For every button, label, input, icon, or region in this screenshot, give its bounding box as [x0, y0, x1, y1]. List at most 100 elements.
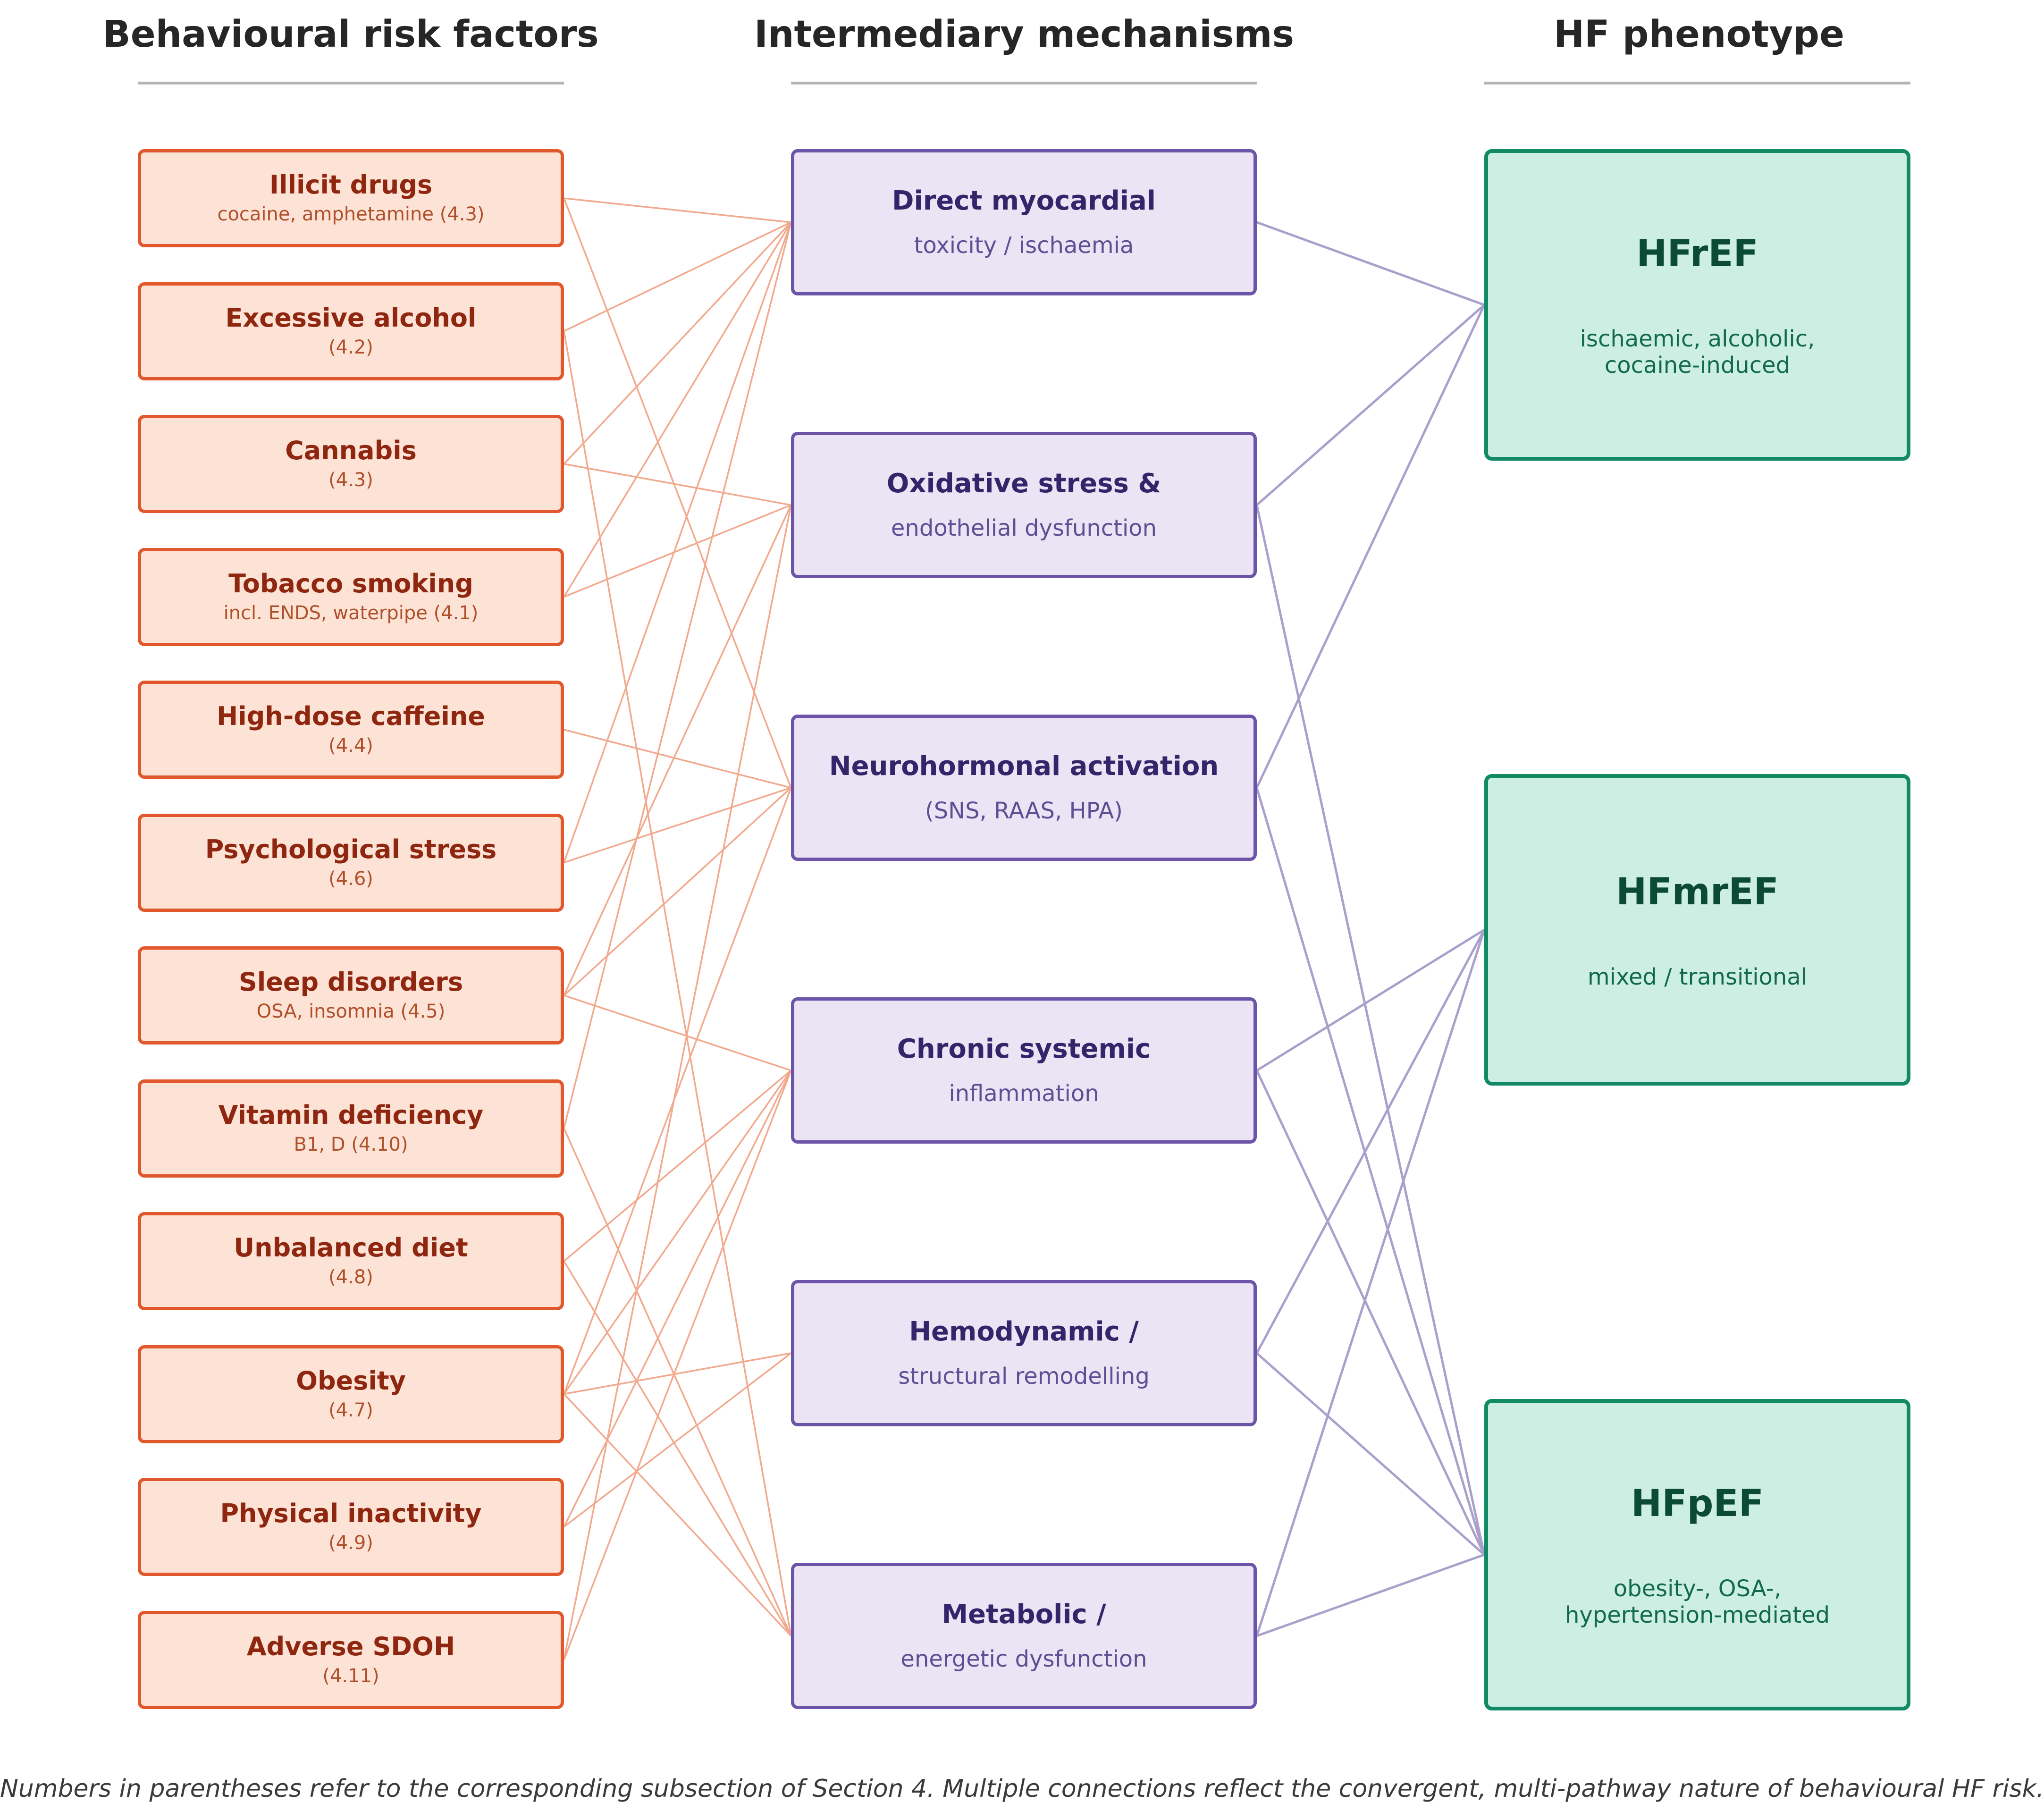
phenotype-subtitle: mixed / transitional [1587, 964, 1808, 990]
phenotype-header: HF phenotype [1554, 13, 1844, 56]
phenotype-title: HFmrEF [1616, 871, 1779, 913]
mechanism-subtitle: structural remodelling [898, 1363, 1150, 1390]
risk-to-mechanism-link [563, 787, 792, 1395]
mechanism-to-phenotype-link [1256, 1553, 1485, 1637]
risk-factor-high-dose-caffeine: High-dose caffeine(4.4) [138, 681, 564, 779]
risk-factor-obesity: Obesity(4.7) [138, 1345, 564, 1443]
risk-to-mechanism-link [563, 221, 792, 465]
risk-factor-subtitle: (4.6) [328, 868, 373, 890]
risk-to-mechanism-link [563, 1261, 792, 1636]
phenotype-hfref: HFrEF ischaemic, alcoholic, cocaine-induc… [1484, 149, 1910, 461]
risk-factor-title: Tobacco smoking [228, 568, 473, 598]
risk-factor-unbalanced-diet: Unbalanced diet (4.8) [138, 1212, 564, 1310]
risk-factor-psychological-stress: Psychological stress (4.6) [138, 813, 564, 912]
risk-header-divider [138, 82, 564, 84]
risk-factor-cannabis: Cannabis(4.3) [138, 415, 564, 513]
risk-to-mechanism-link [563, 222, 792, 598]
risk-factor-title: Sleep disorders [238, 967, 463, 997]
figure-caption: Numbers in parentheses refer to the corr… [0, 1775, 2044, 1803]
risk-to-mechanism-link [563, 1352, 792, 1528]
risk-to-mechanism-link [563, 198, 792, 788]
risk-factor-title: Psychological stress [205, 834, 497, 864]
phenotype-subtitle: ischaemic, alcoholic, cocaine-induced [1580, 326, 1815, 379]
mechanism-to-phenotype-link [1255, 787, 1486, 1555]
risk-to-mechanism-link [563, 331, 792, 1636]
risk-factor-excessive-alcohol: Excessive alcohol (4.2) [138, 282, 564, 380]
risk-to-mechanism-link [564, 787, 791, 864]
risk-factor-subtitle: (4.7) [328, 1399, 373, 1421]
risk-to-mechanism-link [563, 222, 792, 863]
risk-factor-title: Excessive alcohol [225, 303, 477, 333]
mechanism-to-phenotype-link [1255, 304, 1486, 789]
risk-to-mechanism-link [563, 505, 792, 1660]
mechanism-subtitle: toxicity / ischaemia [914, 232, 1134, 259]
phenotype-subtitle: obesity-, OSA-, hypertension-mediated [1565, 1575, 1830, 1628]
mechanism-neurohormonal-activation: Neurohormonal activation (SNS, RAAS, HPA) [791, 715, 1257, 861]
mechanism-header-divider [791, 82, 1257, 84]
mechanism-subtitle: energetic dysfunction [900, 1646, 1147, 1672]
mechanism-to-phenotype-link [1255, 929, 1486, 1354]
mechanism-to-phenotype-link [1256, 304, 1485, 506]
risk-to-mechanism-link [563, 222, 792, 1129]
risk-factor-subtitle: B1, D (4.10) [294, 1133, 408, 1155]
mechanism-title: Chronic systemic [897, 1034, 1151, 1064]
risk-to-mechanism-link [564, 1352, 791, 1395]
mechanism-chronic-systemic: Chronic systemic inflammation [791, 997, 1257, 1144]
mechanism-to-phenotype-link [1256, 1352, 1485, 1556]
mechanism-subtitle: (SNS, RAAS, HPA) [925, 798, 1123, 824]
phenotype-title: HFrEF [1636, 233, 1758, 275]
risk-factor-title: High-dose caffeine [217, 701, 485, 731]
phenotype-header-divider [1484, 82, 1910, 84]
risk-to-mechanism-link [563, 1070, 792, 1395]
phenotype-hfpef: HFpEF obesity-, OSA-, hypertension-mediat… [1484, 1399, 1910, 1710]
mechanism-to-phenotype-link [1256, 928, 1485, 1072]
risk-to-mechanism-link [563, 1070, 792, 1527]
mechanism-title: Neurohormonal activation [829, 751, 1219, 782]
mechanism-to-phenotype-link [1255, 929, 1486, 1636]
risk-factor-subtitle: OSA, insomnia (4.5) [256, 1001, 446, 1022]
risk-factor-title: Cannabis [285, 436, 417, 465]
risk-to-mechanism-link [563, 1128, 792, 1636]
mechanism-subtitle: endothelial dysfunction [891, 515, 1157, 541]
risk-to-mechanism-link [564, 994, 791, 1071]
risk-factor-subtitle: cocaine, amphetamine (4.3) [217, 203, 485, 225]
risk-factor-physical-inactivity: Physical inactivity (4.9) [138, 1478, 564, 1576]
risk-to-mechanism-link [563, 1393, 792, 1637]
risk-factor-title: Illicit drugs [269, 170, 433, 200]
risk-factor-title: Adverse SDOH [246, 1631, 455, 1661]
mechanism-to-phenotype-link [1255, 505, 1486, 1555]
mechanism-to-phenotype-link [1255, 1070, 1486, 1556]
risk-factor-subtitle: (4.8) [328, 1266, 373, 1288]
risk-factors-header: Behavioural risk factors [102, 13, 599, 56]
mechanism-subtitle: inflammation [949, 1080, 1099, 1107]
risk-to-mechanism-link [564, 197, 791, 223]
risk-factor-title: Vitamin deficiency [218, 1100, 484, 1130]
risk-factor-title: Unbalanced diet [234, 1233, 468, 1263]
mechanisms-header: Intermediary mechanisms [754, 13, 1295, 56]
risk-factor-subtitle: (4.2) [328, 336, 373, 358]
risk-to-mechanism-link [564, 221, 791, 332]
risk-factor-subtitle: incl. ENDS, waterpipe (4.1) [223, 602, 479, 624]
phenotype-hfmref: HFmrEF mixed / transitional [1484, 774, 1910, 1086]
mechanism-metabolic: Metabolic / energetic dysfunction [791, 1563, 1257, 1709]
mechanism-oxidative-stress: Oxidative stress & endothelial dysfunctio… [791, 432, 1257, 578]
risk-factor-adverse-sdoh: Adverse SDOH (4.11) [138, 1610, 564, 1709]
mechanism-title: Metabolic / [942, 1599, 1106, 1630]
phenotype-title: HFpEF [1631, 1482, 1764, 1525]
risk-factor-title: Physical inactivity [220, 1499, 482, 1528]
mechanism-title: Oxidative stress & [886, 468, 1161, 499]
risk-factor-subtitle: (4.11) [322, 1665, 379, 1687]
risk-to-mechanism-link [564, 729, 791, 789]
risk-factor-subtitle: (4.9) [328, 1532, 373, 1554]
mechanism-title: Hemodynamic / [909, 1316, 1139, 1347]
risk-factor-tobacco-smoking: Tobacco smoking incl. ENDS, waterpipe (4.… [138, 548, 564, 646]
risk-to-mechanism-link [563, 505, 792, 996]
mechanism-to-phenotype-link [1256, 221, 1485, 306]
risk-to-mechanism-link [563, 1070, 792, 1660]
risk-to-mechanism-link [564, 463, 791, 506]
mechanism-hemodynamic: Hemodynamic / structural remodelling [791, 1280, 1257, 1426]
